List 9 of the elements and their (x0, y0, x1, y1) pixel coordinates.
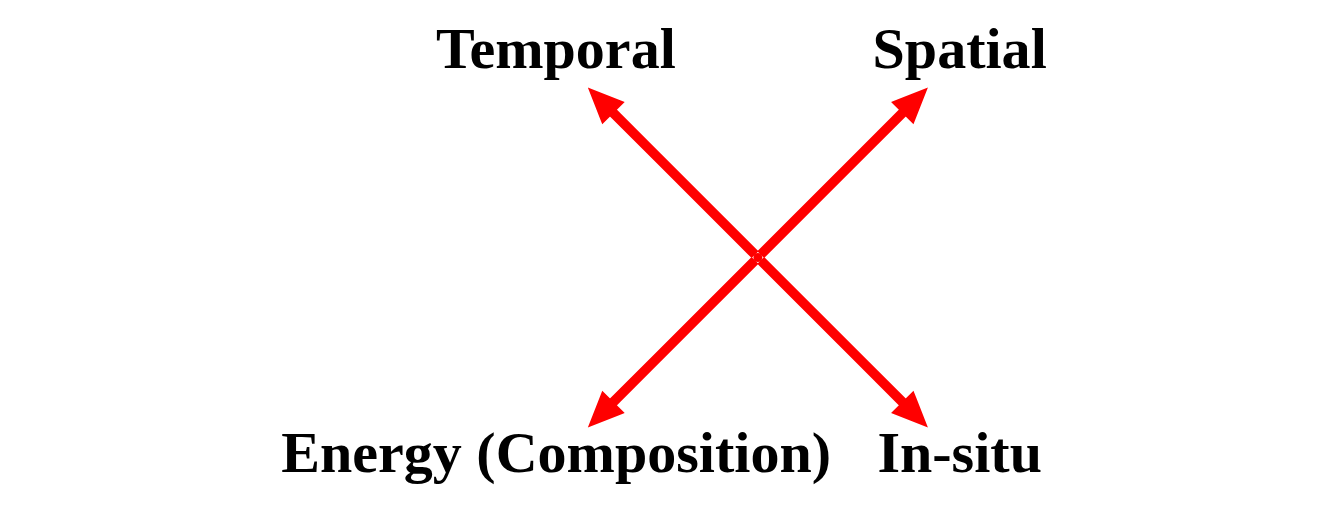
node-text: Energy (Composition) (281, 419, 832, 485)
arrow (757, 87, 928, 259)
node-point (753, 253, 763, 262)
node-text: In-situ (877, 419, 1042, 485)
arrow (587, 87, 759, 259)
node-text: Spatial (872, 16, 1047, 82)
arrow (757, 256, 928, 428)
node-text: Temporal (436, 16, 676, 82)
arrow (587, 256, 759, 428)
